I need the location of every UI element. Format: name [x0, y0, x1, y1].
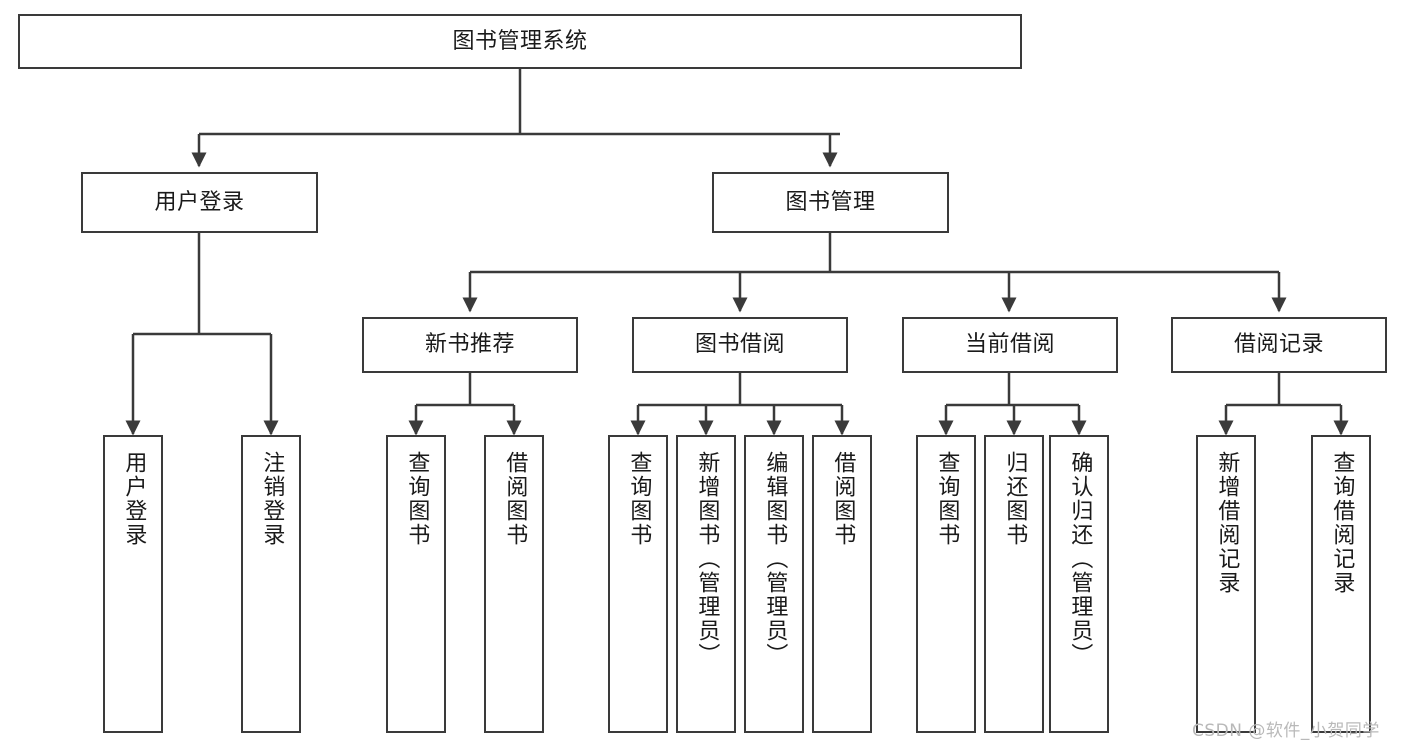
leaf-logout-login[interactable]: 注销登录	[241, 435, 301, 733]
leaf-return-book-label: 归还图书	[1002, 451, 1028, 547]
node-borrow-record-label: 借阅记录	[1233, 332, 1324, 358]
node-borrow-record[interactable]: 借阅记录	[1171, 317, 1387, 373]
node-new-book-recommend-label: 新书推荐	[424, 332, 515, 358]
leaf-add-record-label: 新增借阅记录	[1214, 451, 1240, 595]
leaf-add-record[interactable]: 新增借阅记录	[1196, 435, 1256, 733]
node-root[interactable]: 图书管理系统	[18, 14, 1022, 69]
leaf-add-book[interactable]: 新增图书（管理员）	[676, 435, 736, 733]
leaf-query-book-3[interactable]: 查询图书	[916, 435, 976, 733]
leaf-borrow-book-1-label: 借阅图书	[502, 451, 528, 547]
leaf-borrow-book-2[interactable]: 借阅图书	[812, 435, 872, 733]
leaf-confirm-return[interactable]: 确认归还（管理员）	[1049, 435, 1109, 733]
node-user-login-label: 用户登录	[154, 189, 245, 215]
node-current-borrow-label: 当前借阅	[964, 332, 1055, 358]
leaf-edit-book-label: 编辑图书（管理员）	[762, 451, 788, 667]
leaf-user-login[interactable]: 用户登录	[103, 435, 163, 733]
leaf-query-book-2-label: 查询图书	[626, 451, 652, 547]
node-book-manage[interactable]: 图书管理	[712, 172, 949, 233]
node-book-borrow[interactable]: 图书借阅	[632, 317, 848, 373]
leaf-return-book[interactable]: 归还图书	[984, 435, 1044, 733]
node-book-borrow-label: 图书借阅	[694, 332, 785, 358]
node-book-manage-label: 图书管理	[785, 189, 876, 215]
node-current-borrow[interactable]: 当前借阅	[902, 317, 1118, 373]
csdn-watermark: CSDN @软件_小贺同学	[1192, 721, 1380, 741]
node-root-label: 图书管理系统	[452, 28, 588, 54]
leaf-borrow-book-2-label: 借阅图书	[830, 451, 856, 547]
leaf-borrow-book-1[interactable]: 借阅图书	[484, 435, 544, 733]
leaf-logout-login-label: 注销登录	[259, 451, 285, 547]
leaf-query-book-2[interactable]: 查询图书	[608, 435, 668, 733]
leaf-query-book-1-label: 查询图书	[404, 451, 430, 547]
leaf-edit-book[interactable]: 编辑图书（管理员）	[744, 435, 804, 733]
leaf-add-book-label: 新增图书（管理员）	[694, 451, 720, 667]
node-user-login[interactable]: 用户登录	[81, 172, 318, 233]
leaf-query-book-3-label: 查询图书	[934, 451, 960, 547]
leaf-query-record-label: 查询借阅记录	[1329, 451, 1355, 595]
node-new-book-recommend[interactable]: 新书推荐	[362, 317, 578, 373]
leaf-user-login-label: 用户登录	[121, 451, 147, 547]
leaf-confirm-return-label: 确认归还（管理员）	[1067, 451, 1093, 667]
leaf-query-book-1[interactable]: 查询图书	[386, 435, 446, 733]
leaf-query-record[interactable]: 查询借阅记录	[1311, 435, 1371, 733]
